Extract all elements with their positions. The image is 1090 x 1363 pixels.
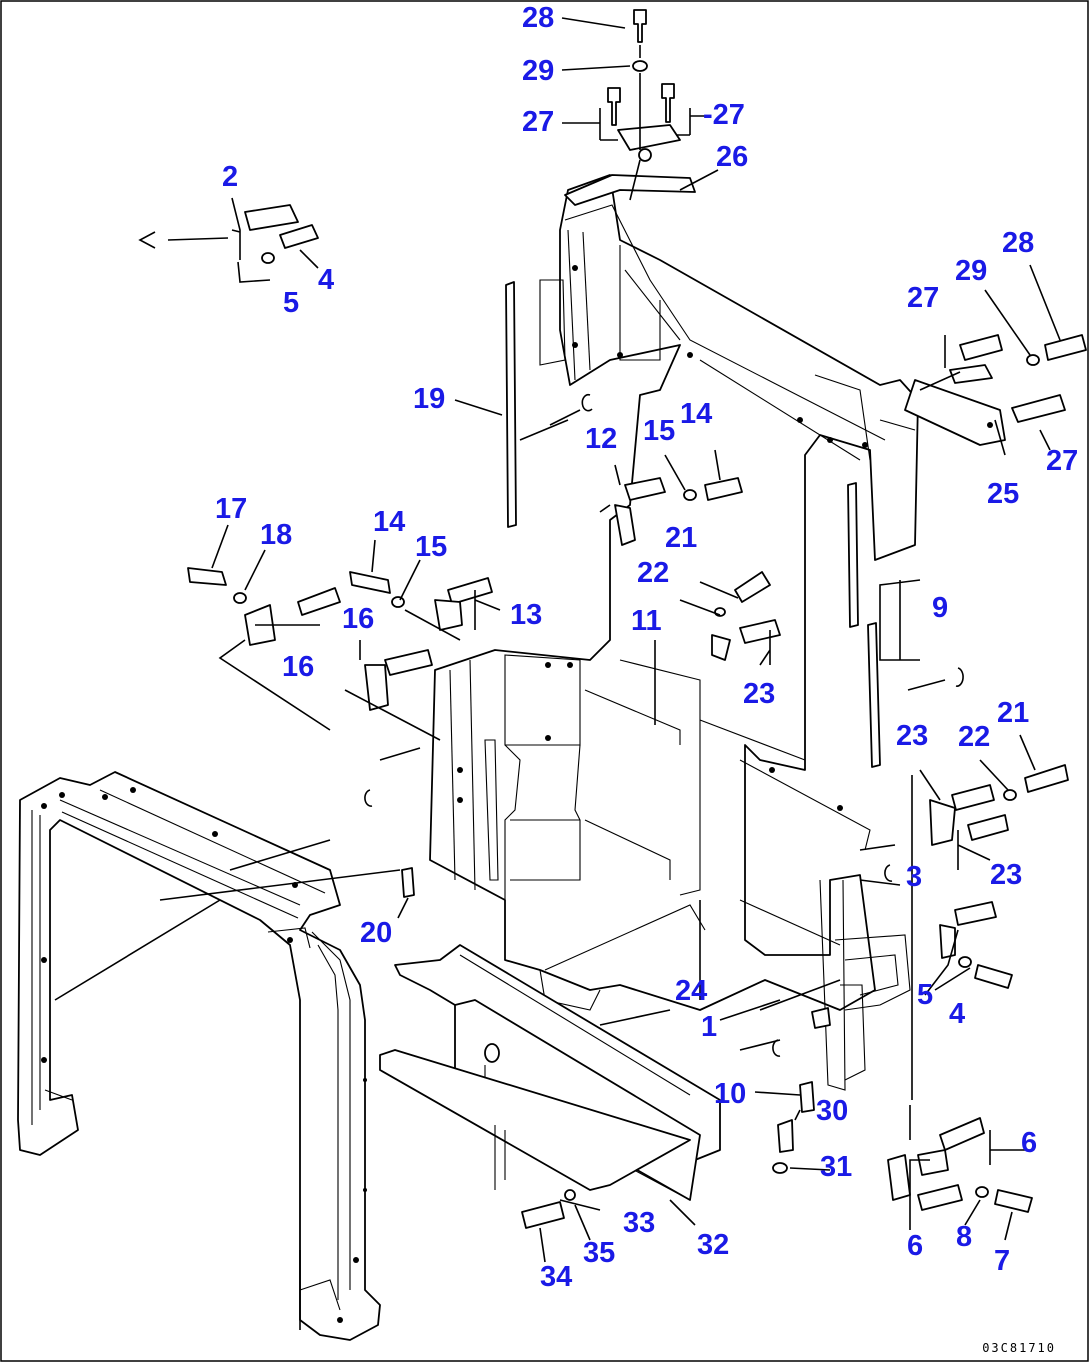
- callout-4-right: 4: [949, 998, 965, 1030]
- callout-11: 11: [631, 605, 662, 637]
- callout-27-top-left: 27: [522, 106, 554, 138]
- callout-1: 1: [701, 1011, 717, 1043]
- leader-lines: [54, 17, 1061, 1330]
- callout-22-center: 22: [637, 557, 669, 589]
- callout-10: 10: [714, 1078, 746, 1110]
- callout-24: 24: [675, 975, 707, 1007]
- callout-5-right: 5: [917, 979, 933, 1011]
- drawing-code: 03C81710: [982, 1341, 1056, 1355]
- callout-12: 12: [585, 423, 617, 455]
- callout-35: 35: [583, 1237, 615, 1269]
- callout-3: 3: [906, 861, 922, 893]
- callout-28-right: 28: [1002, 227, 1034, 259]
- callout-16-lower: 16: [282, 651, 314, 683]
- callout-27-right-bottom: 27: [1046, 445, 1078, 477]
- callout-23-right-bottom: 23: [990, 859, 1022, 891]
- callout-7: 7: [994, 1245, 1010, 1277]
- callout-28-top: 28: [522, 2, 554, 34]
- callout-19: 19: [413, 383, 445, 415]
- callout-15-center: 15: [643, 415, 675, 447]
- lower-panels: [379, 944, 721, 1201]
- callout-4-top: 4: [318, 264, 334, 296]
- seal-strips: [505, 281, 881, 768]
- callout-32: 32: [697, 1229, 729, 1261]
- callout-29-right: 29: [955, 255, 987, 287]
- callout-26: 26: [716, 141, 748, 173]
- callout-6-lower: 6: [907, 1230, 923, 1262]
- callout-31: 31: [820, 1151, 852, 1183]
- callout-labels: 28 29 27 -27 26 2 4 5 19 12 15 14 28 29 …: [215, 2, 1078, 1293]
- callout-34: 34: [540, 1261, 572, 1293]
- callout-6-upper: 6: [1021, 1127, 1037, 1159]
- callout-27-top-right: -27: [703, 99, 745, 131]
- callout-17: 17: [215, 493, 247, 525]
- callout-30: 30: [816, 1095, 848, 1127]
- callout-20: 20: [360, 917, 392, 949]
- callout-33: 33: [623, 1207, 655, 1239]
- callout-13: 13: [510, 599, 542, 631]
- callout-18: 18: [260, 519, 292, 551]
- callout-8: 8: [956, 1221, 972, 1253]
- callout-15-left: 15: [415, 531, 447, 563]
- callout-14-center: 14: [680, 398, 712, 430]
- callout-21-right: 21: [997, 697, 1029, 729]
- bracket-25-part: [904, 379, 1006, 446]
- callout-23-right-top: 23: [896, 720, 928, 752]
- callout-14-left: 14: [373, 506, 405, 538]
- callout-16-upper: 16: [342, 603, 374, 635]
- callout-29-top: 29: [522, 55, 554, 87]
- gusset-26-part: [564, 174, 696, 206]
- callout-22-right: 22: [958, 721, 990, 753]
- clip-markers: [364, 393, 964, 1057]
- roll-frame: [17, 771, 381, 1341]
- callout-23-center: 23: [743, 678, 775, 710]
- callout-25: 25: [987, 478, 1019, 510]
- callout-5-top: 5: [283, 287, 299, 319]
- callout-21-center: 21: [665, 522, 697, 554]
- callout-9: 9: [932, 592, 948, 624]
- callout-27-right-top: 27: [907, 282, 939, 314]
- cab-frame: [429, 174, 919, 1091]
- fasteners: [187, 9, 1087, 1229]
- callout-2: 2: [222, 161, 238, 193]
